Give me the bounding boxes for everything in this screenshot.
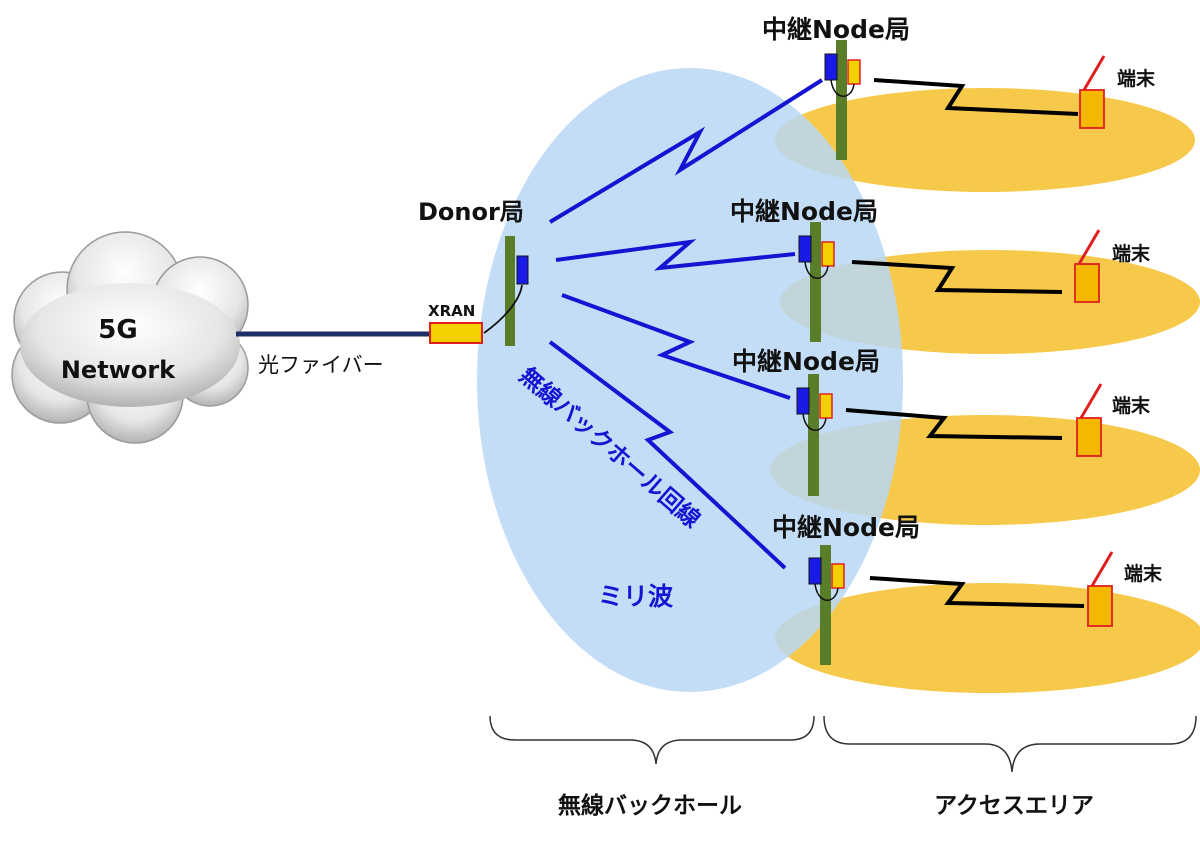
terminal-label-1: 端末 [1117,67,1156,90]
relay-unit [847,59,861,85]
backhaul-link-3 [561,293,791,400]
cloud-icon [11,231,249,444]
antenna-icon [808,557,822,585]
network-label-line2: Network [61,356,176,384]
antenna-icon [824,53,838,81]
backhaul-section-label: 無線バックホール [558,792,742,819]
terminal-device [1076,417,1102,457]
terminal-label-2: 端末 [1112,242,1151,265]
relay-tower [836,40,847,160]
access-link-4 [869,576,1085,608]
backhaul-link-2 [555,239,796,271]
terminal-3 [1076,383,1103,457]
access-section-label: アクセスエリア [934,793,1094,819]
terminal-label-4: 端末 [1124,562,1163,585]
relay-station-3 [796,374,833,496]
backhaul-link-4 [548,340,787,570]
terminal-antenna [1082,55,1106,91]
xran-label: XRAN [428,302,475,320]
terminal-device [1087,585,1113,627]
relay-cable [804,261,829,279]
access-links [845,78,1085,608]
relay-cable [814,583,839,601]
donor-station [483,236,529,346]
relay-unit [831,563,845,589]
donor-antenna-icon [516,255,529,285]
terminal-antenna [1090,551,1114,587]
relay-cable [802,413,827,431]
xran-unit [429,322,483,344]
relay-station-2 [798,222,835,342]
antenna-icon [796,387,810,415]
antenna-icon [798,235,812,263]
relay-unit [821,241,835,267]
fiber-label: 光ファイバー [258,353,384,377]
terminal-4 [1087,551,1114,627]
backhaul-link-1 [548,78,824,224]
terminal-2 [1074,229,1101,303]
access-link-2 [851,260,1063,294]
donor-cable [483,284,523,334]
access-brace [823,715,1197,773]
relay-label-4: 中継Node局 [772,513,920,542]
terminal-antenna [1079,383,1103,419]
relay-label-2: 中継Node局 [730,197,878,226]
relay-station-1 [824,40,861,160]
terminal-device [1074,263,1100,303]
access-link-1 [873,78,1079,116]
relay-unit [819,393,833,419]
mmwave-label: ミリ波 [598,582,674,611]
relay-label-1: 中継Node局 [762,15,910,44]
donor-tower [505,236,515,346]
donor-label: Donor局 [418,198,524,226]
terminal-label-3: 端末 [1112,394,1151,417]
terminal-1 [1079,55,1106,129]
terminal-device [1079,89,1105,129]
relay-station-4 [808,545,845,665]
backhaul-links [548,78,824,570]
relay-tower [820,545,831,665]
backhaul-zone [477,68,903,692]
relay-tower [810,222,821,342]
terminal-antenna [1077,229,1101,265]
access-link-3 [845,408,1063,440]
relay-cable [830,79,855,97]
backhaul-brace [489,715,815,765]
relay-label-3: 中継Node局 [732,347,880,376]
relay-tower [808,374,819,496]
network-label-line1: 5G [98,315,137,345]
